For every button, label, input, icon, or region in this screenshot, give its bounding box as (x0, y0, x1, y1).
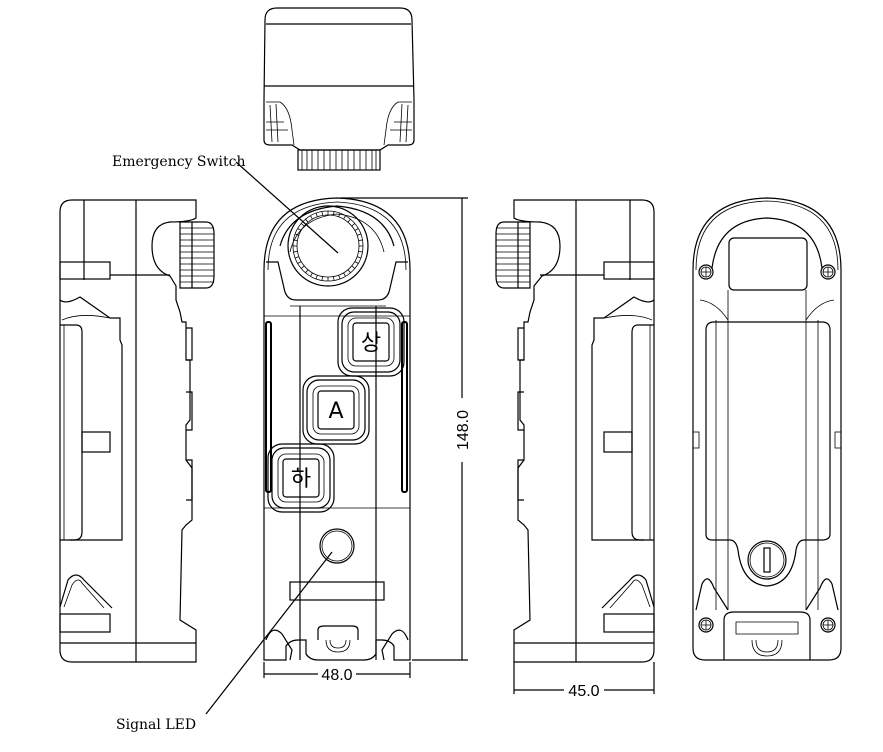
label-plate (289, 581, 385, 601)
screw-icon (698, 617, 714, 633)
left-side-view (59, 199, 215, 663)
dial-tooth (347, 218, 351, 223)
up-button[interactable]: 상 (337, 307, 405, 377)
emergency-switch-label: Emergency Switch (112, 154, 245, 170)
dial-tooth (294, 233, 300, 236)
right-side-view (495, 199, 655, 663)
dial-tooth (356, 233, 362, 236)
emergency-knob-top (297, 149, 381, 171)
dial-tooth (351, 265, 356, 269)
dial-tooth (293, 239, 298, 242)
down-button-label: 하 (291, 467, 311, 492)
dial-tooth (332, 276, 335, 281)
dial-tooth (310, 272, 313, 277)
dial-tooth (338, 212, 341, 218)
dial-tooth (343, 272, 346, 277)
emergency-switch-dial[interactable] (287, 205, 369, 287)
dial-tooth (300, 265, 305, 269)
dimension-side-depth: 45.0 (513, 662, 655, 700)
emergency-knob-side-left (179, 221, 215, 289)
screw-icon (698, 264, 714, 280)
height-dimension-label: 148.0 (455, 410, 472, 450)
rear-view (692, 197, 842, 661)
dial-tooth (315, 212, 318, 218)
dimension-height: 148.0 (340, 197, 472, 661)
emergency-knob-side-right (495, 221, 531, 289)
auto-button-label: A (328, 399, 343, 424)
screw-icon (820, 264, 836, 280)
dimension-front-width: 48.0 (263, 662, 411, 684)
callout-signal-led: Signal LED (116, 551, 333, 733)
front-width-dimension-label: 48.0 (321, 667, 352, 684)
screw-icon (820, 617, 836, 633)
side-depth-dimension-label: 45.0 (568, 683, 599, 700)
dial-tooth (354, 261, 359, 264)
dial-tooth (332, 211, 335, 216)
dial-tooth (321, 276, 324, 281)
signal-led (319, 528, 355, 564)
top-view (263, 7, 415, 171)
dial-tooth (297, 228, 302, 231)
dial-tooth (293, 250, 298, 253)
dial-tooth (310, 215, 313, 220)
dial-tooth (297, 261, 302, 264)
up-button-label: 상 (361, 331, 381, 356)
dial-tooth (305, 269, 309, 274)
dial-tooth (305, 218, 309, 223)
dial-tooth (294, 256, 300, 259)
signal-led-label: Signal LED (116, 717, 196, 733)
dial-tooth (354, 228, 359, 231)
dial-tooth (338, 274, 341, 280)
auto-button[interactable]: A (302, 375, 370, 445)
dial-tooth (300, 223, 305, 227)
down-button[interactable]: 하 (267, 443, 335, 513)
coin-screw-icon (747, 540, 787, 580)
dial-tooth (356, 256, 362, 259)
dial-tooth (358, 250, 363, 253)
dial-tooth (347, 269, 351, 274)
callout-emergency-switch: Emergency Switch (112, 154, 339, 254)
dial-tooth (321, 211, 324, 216)
dial-tooth (315, 274, 318, 280)
front-view: 상 A 하 (263, 197, 411, 661)
dial-tooth (358, 239, 363, 242)
dial-tooth (351, 223, 356, 227)
dial-tooth (343, 215, 346, 220)
